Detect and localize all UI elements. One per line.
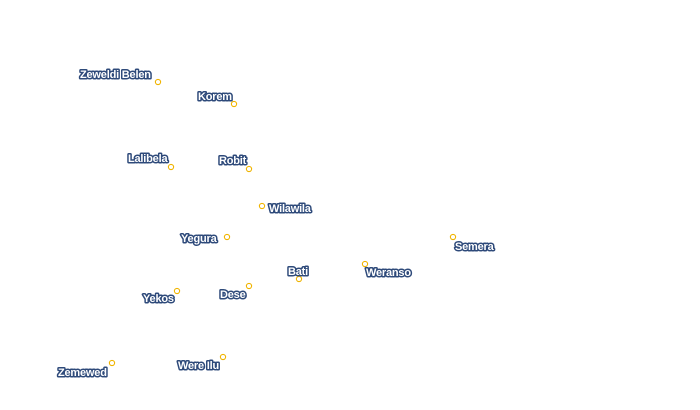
town-marker-icon[interactable] <box>295 275 303 283</box>
town-marker-icon[interactable] <box>173 287 181 295</box>
place-weranso[interactable]: Weranso <box>361 260 413 281</box>
place-robit[interactable]: Robit <box>218 154 253 173</box>
town-label: Weranso <box>366 267 411 279</box>
town-label: Lalibela <box>128 153 168 165</box>
place-lalibela[interactable]: Lalibela <box>127 152 175 171</box>
town-label: Wilawila <box>269 203 312 215</box>
town-label: Were Ilu <box>178 360 219 372</box>
town-marker-icon[interactable] <box>219 353 227 361</box>
town-marker-icon[interactable] <box>245 165 253 173</box>
town-label: Semera <box>455 241 495 253</box>
town-marker-icon[interactable] <box>245 282 253 290</box>
town-marker-icon[interactable] <box>167 163 175 171</box>
place-zemewed[interactable]: Zemewed <box>57 359 116 381</box>
town-marker-icon[interactable] <box>230 100 238 108</box>
town-label: Robit <box>219 155 247 167</box>
place-bati[interactable]: Bati <box>287 265 310 283</box>
place-korem[interactable]: Korem <box>197 90 238 108</box>
town-label: Yegura <box>181 233 218 245</box>
place-semera[interactable]: Semera <box>449 233 496 255</box>
town-label: Zemewed <box>58 367 107 379</box>
town-label: Yekos <box>143 293 174 305</box>
town-marker-icon[interactable] <box>361 260 369 268</box>
place-were-ilu[interactable]: Were Ilu <box>177 353 227 374</box>
town-marker-icon[interactable] <box>154 78 162 86</box>
town-label: Zeweldi Belen <box>80 69 151 81</box>
place-wilawila[interactable]: Wilawila <box>258 202 313 217</box>
place-yegura[interactable]: Yegura <box>180 232 231 247</box>
place-zeweldi-belen[interactable]: Zeweldi Belen <box>79 68 162 86</box>
town-label: Bati <box>288 266 308 278</box>
town-marker-icon[interactable] <box>223 233 231 241</box>
place-yekos[interactable]: Yekos <box>142 287 181 307</box>
town-label: Dese <box>220 289 246 301</box>
town-label: Korem <box>198 91 232 103</box>
town-marker-icon[interactable] <box>258 202 266 210</box>
place-dese[interactable]: Dese <box>219 282 253 303</box>
town-marker-icon[interactable] <box>108 359 116 367</box>
town-marker-icon[interactable] <box>449 233 457 241</box>
